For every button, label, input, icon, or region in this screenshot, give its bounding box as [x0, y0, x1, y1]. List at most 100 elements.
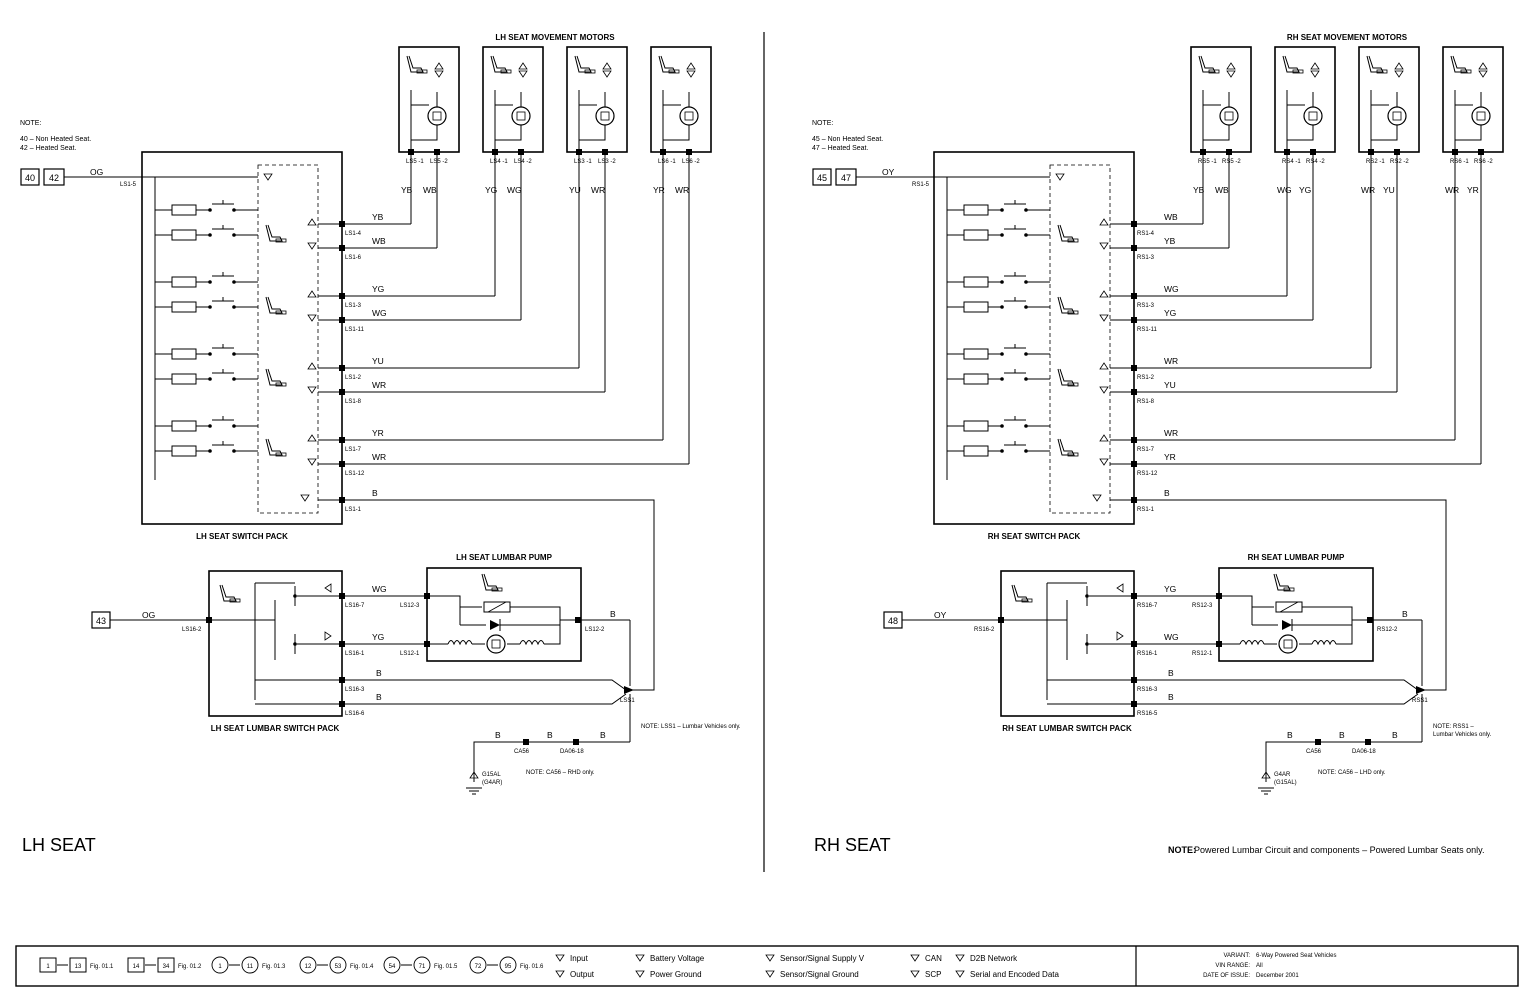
wire-color: YR: [1467, 185, 1479, 195]
seat-icon: [1366, 55, 1388, 74]
junction-dot: [208, 305, 212, 309]
note-line: 45 – Non Heated Seat.: [812, 136, 883, 143]
connector-pin: [1131, 461, 1137, 467]
ref-fig: Fig. 01.4: [350, 964, 374, 970]
battery-symbol: [1055, 173, 1065, 181]
seat-base: [229, 598, 241, 603]
pin-label: LS16-2: [182, 627, 202, 633]
pin-label: RS1-11: [1137, 327, 1158, 333]
pin-label: LS1-2: [345, 375, 362, 381]
pin-label: RS16-5: [1137, 711, 1158, 717]
connector-pin: [339, 245, 345, 251]
motor-symbol: [1219, 106, 1239, 126]
wire-color: WB: [1215, 185, 1229, 195]
ref-from: 12: [305, 964, 312, 970]
wire-color: OG: [142, 610, 155, 620]
direction-symbol: [307, 290, 317, 298]
direction-symbol: [1099, 434, 1109, 442]
legend-symbol: Serial and Encoded Data: [955, 970, 1060, 979]
d2b-symbol: [955, 954, 965, 962]
pump-title: LH SEAT LUMBAR PUMP: [456, 553, 553, 562]
connector-pin: [339, 497, 345, 503]
motor-symbol: [1471, 106, 1491, 126]
pump-internal: [1222, 595, 1274, 608]
switch-group: [947, 344, 1079, 387]
direction-symbol: [307, 218, 317, 226]
wire-color: WG: [1277, 185, 1292, 195]
legend-symbol: Sensor/Signal Ground: [765, 970, 859, 979]
junction-dot: [1085, 642, 1089, 646]
direction-symbol: [686, 70, 696, 78]
junction-dot: [1000, 424, 1004, 428]
direction-symbol: [1394, 70, 1404, 78]
wire-color: B: [1168, 668, 1174, 678]
motor-symbol: [1303, 106, 1323, 126]
connector-pin: [998, 617, 1004, 623]
switch-group: [947, 272, 1079, 315]
motor-lead: [410, 125, 438, 150]
motor-lead: [494, 90, 513, 106]
junction-dot: [1085, 594, 1089, 598]
junction-dot: [208, 377, 212, 381]
connector-pin: [339, 677, 345, 683]
ground-note: NOTE: CA56 – LHD only.: [1318, 770, 1386, 776]
resistor: [171, 204, 197, 216]
wire-color: B: [1168, 692, 1174, 702]
pin-label: LS1-5: [120, 182, 137, 188]
switch-group: [947, 200, 1079, 243]
seat-icon: [490, 55, 512, 74]
legend-symbol: Output: [555, 970, 595, 979]
seat-icon: [1057, 438, 1079, 457]
seat-icon: [658, 55, 680, 74]
seat-icon: [406, 55, 428, 74]
motor-lead: [1202, 125, 1230, 150]
motor-pin-label: RS2 -2: [1390, 159, 1409, 165]
junction-dot: [1000, 305, 1004, 309]
seat-icon: [1450, 55, 1472, 74]
motor-armature: [491, 639, 501, 649]
wire-color: YG: [372, 284, 384, 294]
seat-shape: [1282, 55, 1300, 73]
wire-color: WB: [1164, 212, 1178, 222]
wire-color: WB: [372, 236, 386, 246]
motor-pin-label: LS6 -2: [682, 159, 700, 165]
motor-pin-label: LS5 -2: [430, 159, 448, 165]
sensor-supply-symbol: [765, 954, 775, 962]
ground-symbol: [1092, 494, 1102, 502]
pin-label: LS16-6: [345, 711, 365, 717]
ground-label: G15AL: [482, 772, 501, 778]
direction-symbol: [1099, 218, 1109, 226]
seat-base: [1067, 452, 1079, 457]
side-label: RH SEAT: [814, 835, 891, 855]
ground-label: G4AR: [1274, 772, 1291, 778]
connector-pin: [1131, 641, 1137, 647]
scp-symbol: [910, 970, 920, 978]
legend-symbol: D2B Network: [955, 954, 1018, 963]
seat-base: [1067, 382, 1079, 387]
junction-dot: [208, 280, 212, 284]
coil: [447, 640, 473, 646]
note-line: 47 – Heated Seat.: [812, 145, 868, 152]
info-value: 6-Way Powered Seat Vehicles: [1256, 953, 1336, 959]
ref-fig: Fig. 01.1: [90, 964, 114, 970]
seat-base: [500, 69, 512, 74]
splice-note: Lumbar Vehicles only.: [1433, 732, 1492, 738]
svg-text:NOTE:: NOTE:: [1168, 845, 1196, 855]
seat-base: [1208, 69, 1220, 74]
resistor: [171, 229, 197, 241]
pin-label: RS1-3: [1137, 303, 1155, 309]
legend-label: D2B Network: [970, 954, 1018, 963]
splice-label: RSS1: [1412, 698, 1428, 704]
motor-pin-label: LS6 -1: [658, 159, 676, 165]
wire-color: B: [1339, 730, 1345, 740]
direction-symbol: [1478, 70, 1488, 78]
resistor: [963, 229, 989, 241]
connector-pin: [339, 365, 345, 371]
motor-lead: [1286, 90, 1305, 106]
